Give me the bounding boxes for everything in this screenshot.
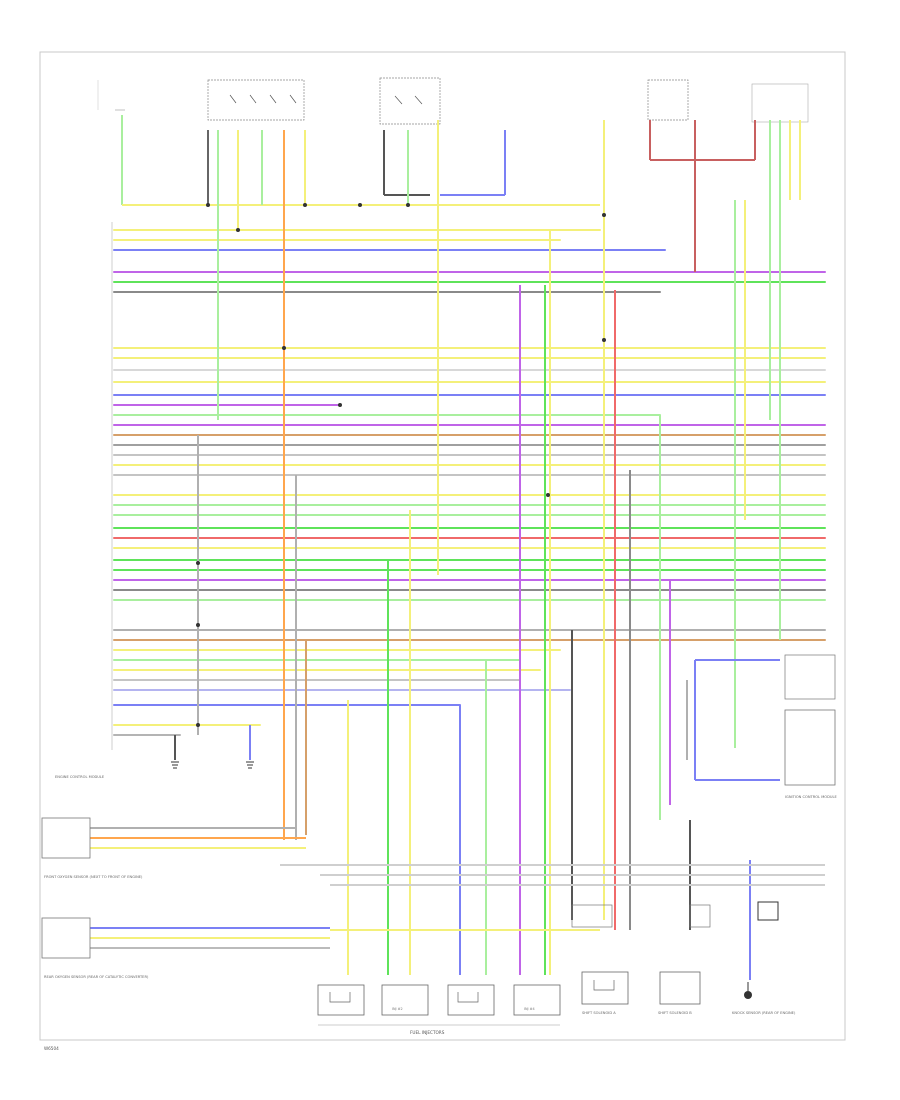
vertical-wires xyxy=(121,115,801,980)
igniter-label: IGNITION CONTROL MODULE xyxy=(785,795,838,799)
injector-4 xyxy=(513,984,561,1016)
splice-points xyxy=(196,203,606,727)
igniter-box-upper xyxy=(784,654,836,700)
injector-3 xyxy=(447,984,495,1016)
fuel-injectors-label: FUEL INJECTORS xyxy=(410,1030,445,1035)
rear-o2-label: REAR OXYGEN SENSOR (REAR OF CATALYTIC CO… xyxy=(44,975,149,979)
diagram-border xyxy=(39,51,846,1041)
igniter-box xyxy=(784,709,836,786)
tcc-connector xyxy=(571,904,613,928)
fuel-injectors: INJ #2 INJ #4 xyxy=(317,984,561,1026)
rear-o2-sensor xyxy=(41,917,91,959)
data-link-connector xyxy=(751,83,809,123)
front-o2-label: FRONT OXYGEN SENSOR (NEXT TO FRONT OF EN… xyxy=(44,875,143,879)
ecm-label: ENGINE CONTROL MODULE xyxy=(55,775,105,779)
knock-sensor-label: KNOCK SENSOR (REAR OF ENGINE) xyxy=(732,1011,796,1015)
fuse-block xyxy=(97,80,125,111)
ignition-switch-box xyxy=(207,79,305,121)
joint-connector xyxy=(689,904,711,928)
svg-text:INJ #2: INJ #2 xyxy=(392,1007,403,1011)
main-relay-box xyxy=(379,77,441,125)
injector-2 xyxy=(381,984,429,1016)
page-id: W6504 xyxy=(44,1046,59,1051)
front-o2-sensor xyxy=(41,817,91,859)
knock-sensor xyxy=(744,901,779,999)
shift-solenoid-a xyxy=(581,971,629,1005)
shift-solenoid-a-label: SHIFT SOLENOID A xyxy=(582,1011,616,1015)
ground-symbols xyxy=(171,761,254,769)
lower-wires xyxy=(90,827,825,949)
svg-text:INJ #4: INJ #4 xyxy=(524,1007,535,1011)
injector-1 xyxy=(317,984,365,1016)
ecm-wires xyxy=(113,229,826,736)
fuel-pump-relay xyxy=(647,79,689,121)
shift-solenoid-b-label: SHIFT SOLENOID B xyxy=(658,1011,692,1015)
shift-solenoid-b xyxy=(659,971,701,1005)
